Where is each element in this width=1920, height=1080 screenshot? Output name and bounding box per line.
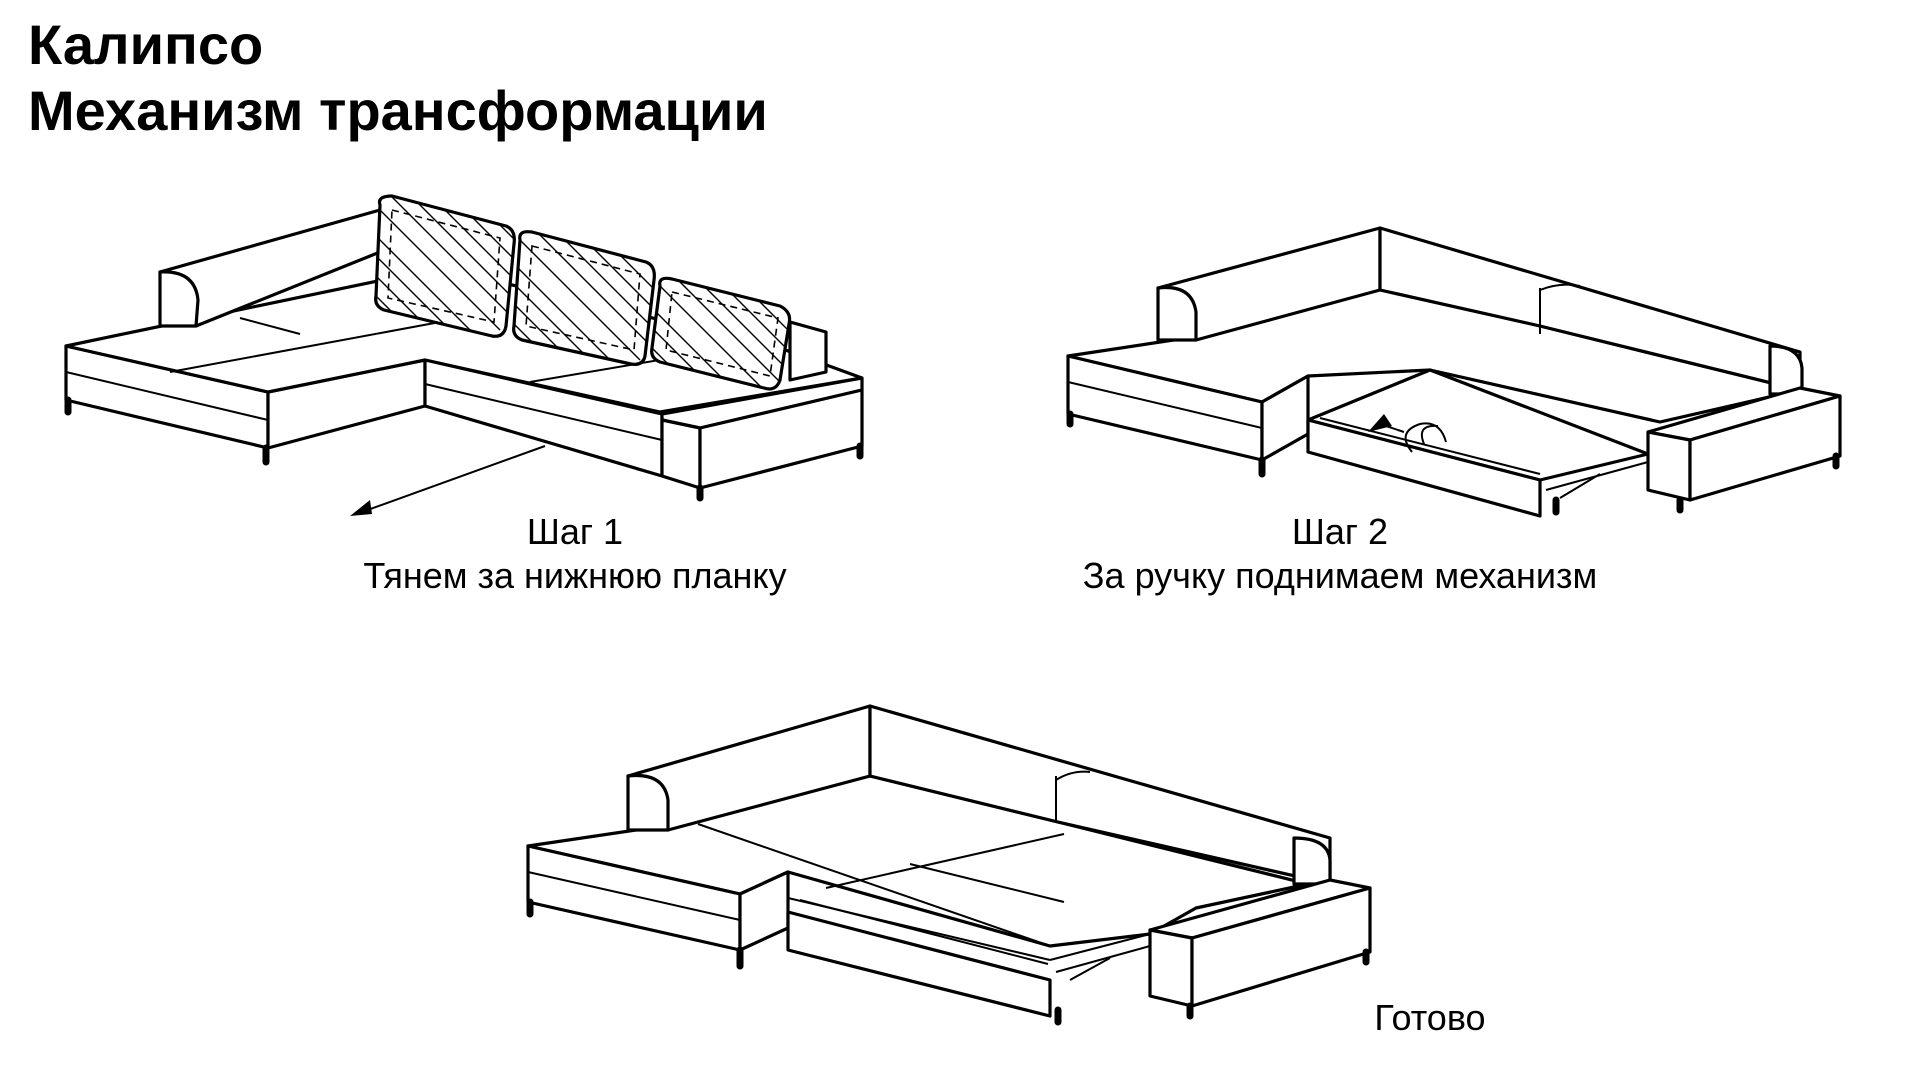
sofa2-right-back — [1768, 344, 1804, 396]
sofa2-right-arm-front — [1646, 430, 1692, 502]
sofa2-mechanism-front — [1306, 418, 1542, 518]
step-3-text: Готово — [1374, 997, 1486, 1038]
sofa2-left-arm — [1156, 285, 1198, 342]
step-3-caption: Готово — [1330, 996, 1530, 1040]
step-1-caption: Шаг 1 Тянем за нижнюю планку — [320, 510, 830, 598]
step-2-heading: Шаг 2 — [1291, 511, 1389, 552]
sofa2-handle — [1404, 422, 1447, 453]
sofa1-right-back — [788, 320, 828, 382]
sofa1-pull-arrow — [361, 445, 546, 513]
step-1-heading: Шаг 1 — [526, 511, 624, 552]
step-1-text: Тянем за нижнюю планку — [363, 555, 787, 596]
sofa2-back-center — [1378, 226, 1802, 392]
page-title: Калипсо Механизм трансформации — [28, 12, 768, 144]
sofa-step-1 — [64, 194, 864, 516]
sofa2-arrow-head — [1368, 414, 1392, 432]
sofa3-bed-front — [786, 910, 1052, 1018]
sofa1-cushion-1 — [374, 194, 516, 338]
sofa-step-3 — [526, 704, 1372, 1026]
step-2-text: За ручку поднимаем механизм — [1082, 555, 1598, 596]
sofa3-left-arm — [626, 773, 670, 832]
sofa3-back-center — [868, 704, 1332, 886]
sofa3-right-back — [1292, 836, 1332, 886]
sofa3-right-arm-side — [1190, 886, 1372, 1008]
title-product-name: Калипсо — [28, 13, 264, 76]
sofa1-arrow-head — [350, 500, 372, 516]
sofa1-cushion-2 — [512, 230, 656, 366]
sofa1-right-arm-front — [660, 418, 702, 490]
sofa1-left-arm — [158, 270, 200, 328]
sofa-step-2 — [1066, 226, 1842, 518]
sofa3-right-arm-front — [1148, 928, 1194, 1008]
sofa2-right-arm-side — [1688, 394, 1842, 502]
title-subject: Механизм трансформации — [28, 79, 768, 142]
step-2-caption: Шаг 2 За ручку поднимаем механизм — [1050, 510, 1630, 598]
